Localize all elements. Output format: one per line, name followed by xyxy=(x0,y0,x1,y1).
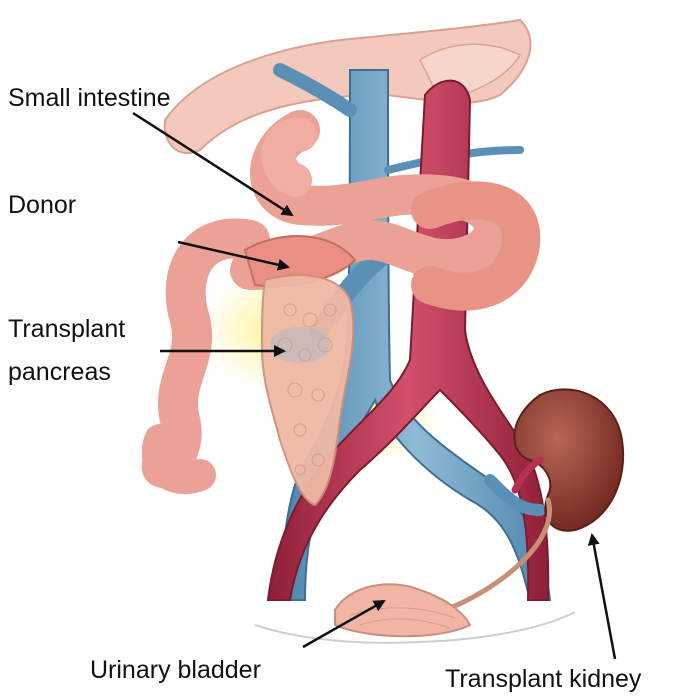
urinary-bladder xyxy=(335,584,470,636)
label-urinary-bladder: Urinary bladder xyxy=(90,655,261,685)
label-transplant-pancreas-line1: Transplant xyxy=(8,314,125,344)
label-transplant-kidney: Transplant kidney xyxy=(445,664,641,694)
small-intestine-loop-upper xyxy=(279,135,300,180)
arrow-transplant-kidney xyxy=(592,535,615,659)
label-donor: Donor xyxy=(8,190,76,220)
label-transplant-pancreas-line2: pancreas xyxy=(8,357,111,387)
pancreas-vessel-overlay xyxy=(270,327,330,363)
label-small-intestine: Small intestine xyxy=(8,83,171,113)
